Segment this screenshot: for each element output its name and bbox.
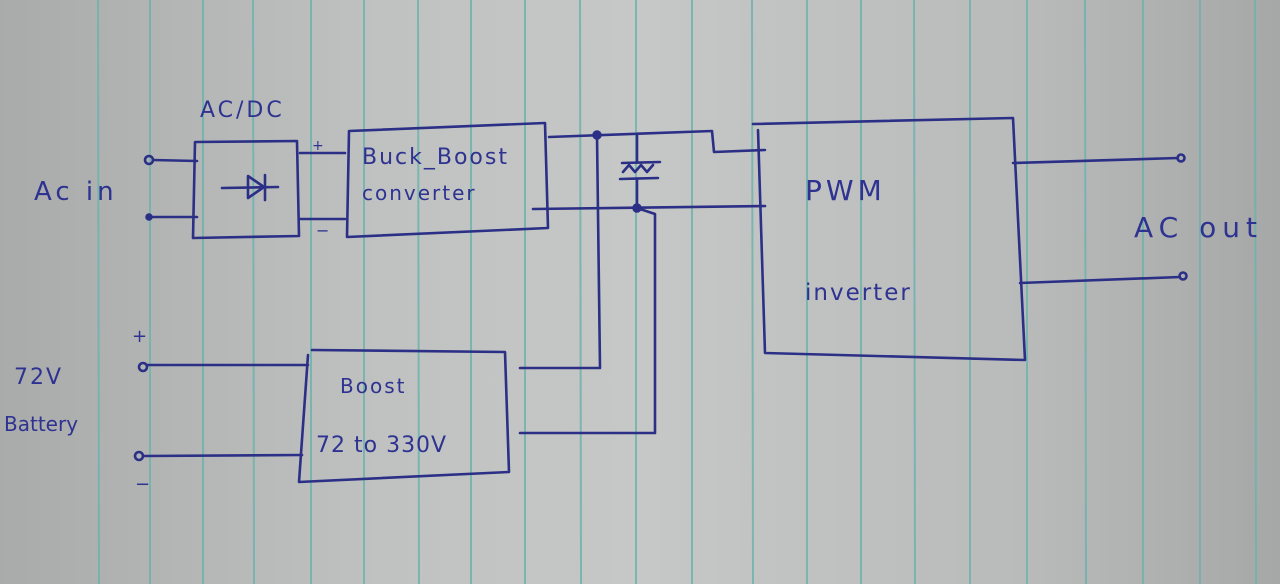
wire-dc-bus-plus [547, 129, 767, 154]
wire-boost-minus [518, 206, 657, 435]
ac-in-label: Ac in [34, 177, 118, 207]
acdc-block: AC/DC + − [191, 98, 347, 240]
battery-section: + − 72V Battery [4, 326, 310, 495]
acdc-minus-sign: − [316, 221, 329, 240]
inverter-box [751, 116, 1027, 362]
paper-rule-line [913, 0, 916, 584]
wire-acout-bottom [1018, 275, 1182, 285]
paper-rule-line [1254, 0, 1257, 584]
boost-box [297, 348, 511, 484]
inverter-block: PWM inverter AC out [751, 116, 1263, 362]
wire-dc-bus-minus [531, 204, 767, 211]
paper-rule-line [579, 0, 582, 584]
wire-battery-minus [141, 453, 304, 458]
ac-out-label: AC out [1134, 211, 1263, 244]
capacitor-icon [618, 132, 662, 209]
paper-rule-line [252, 0, 255, 584]
ac-out-terminal-top [1176, 153, 1186, 163]
inverter-label-line2: inverter [805, 280, 912, 306]
acdc-plus-sign: + [312, 138, 324, 154]
buck-boost-block: Buck_Boost converter [345, 121, 767, 239]
battery-minus-sign: − [135, 474, 150, 495]
diode-icon [220, 173, 280, 202]
buck-boost-box [345, 121, 550, 239]
boost-label-line2: 72 to 330V [316, 433, 447, 458]
buck-boost-label-line2: converter [362, 181, 477, 205]
acdc-label: AC/DC [200, 98, 285, 123]
paper-rule-line [1084, 0, 1087, 584]
paper-rule-line [97, 0, 100, 584]
battery-label: Battery [4, 412, 78, 436]
battery-plus-sign: + [132, 326, 147, 347]
wire-acout-top [1011, 156, 1180, 165]
battery-terminal-plus [137, 361, 149, 373]
dc-bus [518, 130, 662, 435]
paper-rule-line [417, 0, 420, 584]
battery-voltage-label: 72V [14, 365, 63, 390]
inverter-label-line1: PWM [805, 174, 886, 207]
paper-rule-line [751, 0, 754, 584]
ac-out-terminal-bottom [1178, 271, 1188, 281]
boost-block: Boost 72 to 330V [297, 348, 511, 484]
boost-label-line1: Boost [340, 374, 406, 398]
wire-boost-plus [518, 133, 602, 370]
acdc-box [191, 139, 301, 240]
buck-boost-label-line1: Buck_Boost [362, 145, 509, 170]
wire-acin-top [151, 158, 199, 163]
ac-input: Ac in [34, 154, 199, 221]
